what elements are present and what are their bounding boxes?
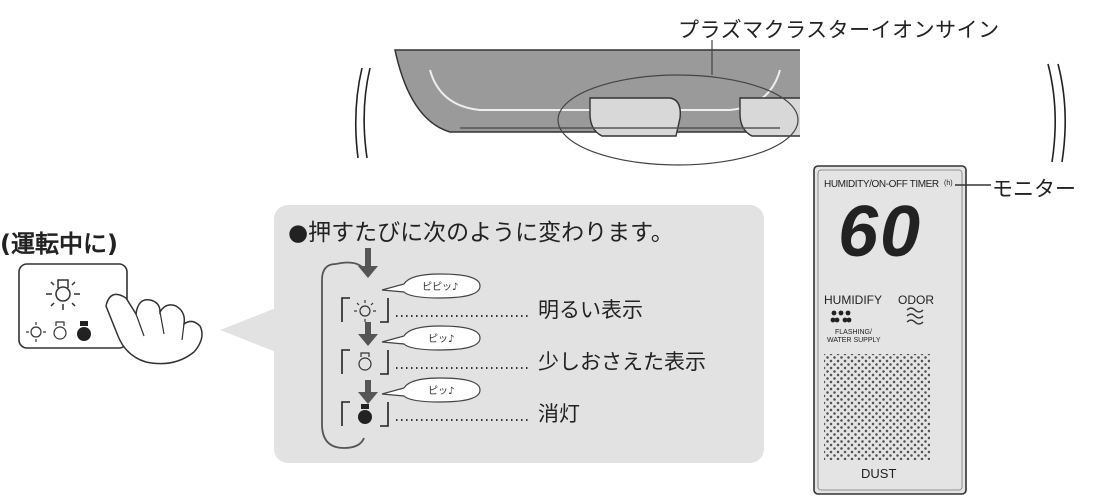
humidity-value: 60 (838, 192, 923, 272)
sun-icon (354, 300, 376, 322)
odor-waves-icon (906, 307, 924, 325)
step-3-label: 消灯 (538, 402, 580, 426)
dust-sensor-grid (824, 354, 930, 460)
instruction-intro: ●押すたびに次のように変わります。 (288, 220, 674, 246)
down-arrow-2 (358, 322, 378, 346)
instruction-bubble (274, 205, 764, 463)
down-arrow-1 (358, 248, 378, 278)
small-sun-icon (26, 322, 46, 342)
right-indicator-window (739, 97, 800, 137)
step-3-indicator (341, 401, 528, 427)
humidify-label: HUMIDIFY (824, 293, 882, 307)
left-indicator-window (589, 97, 681, 137)
odor-label: ODOR (898, 293, 934, 307)
sign-highlight-ellipse (557, 74, 799, 166)
water-supply-label: WATER SUPPLY (827, 337, 881, 344)
callout-pointer (220, 308, 276, 352)
pressing-hand (105, 293, 203, 365)
dim-light-icon (358, 352, 372, 371)
small-dim-light-icon (53, 321, 67, 340)
beep-2: ピッ♪ (428, 334, 455, 345)
unit-top-illustration (354, 40, 800, 166)
step-2-indicator (341, 349, 528, 375)
water-drops-icon (830, 310, 852, 323)
timer-header: HUMIDITY/ON-OFF TIMER (824, 179, 939, 190)
during-operation-label: (運転中に) (0, 230, 118, 258)
beep-balloon-3 (381, 377, 481, 403)
step-1-label: 明るい表示 (538, 298, 643, 322)
dust-label: DUST (861, 466, 897, 481)
monitor-label: モニター (992, 177, 1076, 201)
monitor-leader (955, 184, 991, 186)
timer-header-unit: (h) (944, 180, 953, 187)
flashing-label: FLASHING/ (835, 329, 872, 336)
beep-3: ピッ♪ (428, 386, 455, 397)
unit-side-right (1047, 63, 1066, 163)
plasmacluster-sign-label: プラズマクラスターイオンサイン (678, 18, 1000, 42)
cycle-diagram (321, 248, 378, 449)
step-2-label: 少しおさえた表示 (538, 350, 706, 374)
small-off-light-icon (77, 321, 91, 341)
beep-balloon-2 (381, 325, 481, 351)
light-button-illustration[interactable] (14, 258, 244, 368)
step-1-indicator (341, 297, 528, 323)
beep-1: ピピッ♪ (422, 282, 459, 293)
beep-balloon-1 (381, 273, 481, 299)
off-light-icon (358, 404, 372, 424)
down-arrow-3 (358, 380, 378, 404)
sun-icon (46, 279, 80, 310)
